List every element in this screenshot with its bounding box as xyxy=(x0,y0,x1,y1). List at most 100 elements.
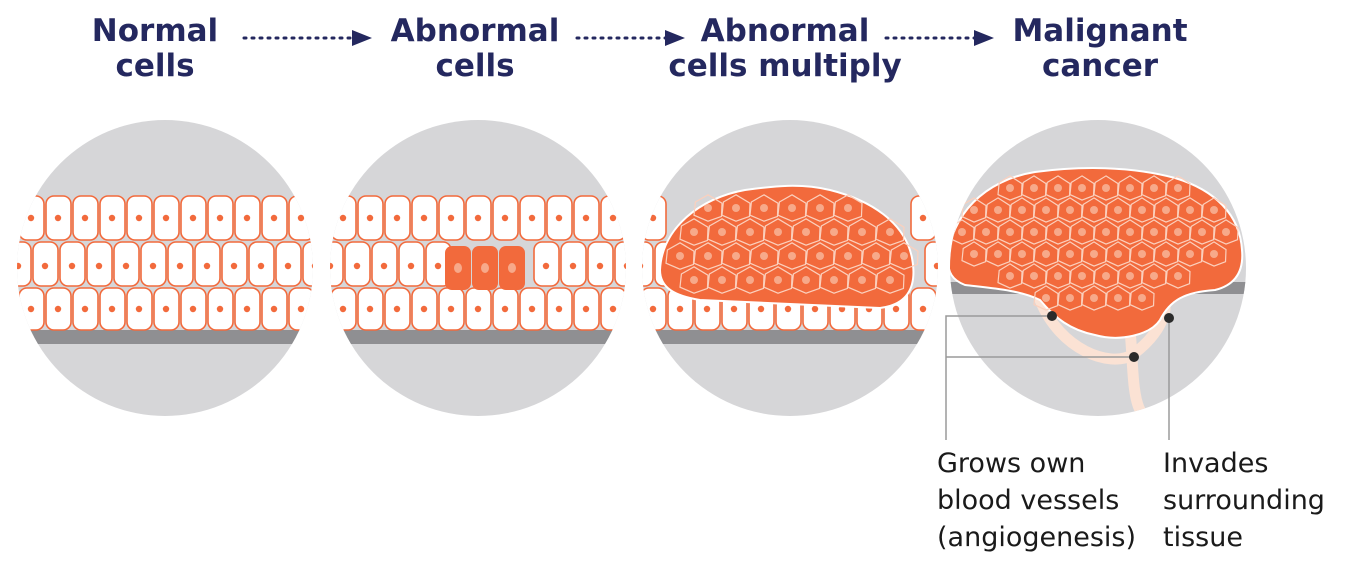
cell-nucleus xyxy=(501,214,509,222)
cell-nucleus xyxy=(811,305,819,313)
cell-nucleus xyxy=(54,305,62,313)
cell-nucleus xyxy=(474,305,482,313)
cell-nucleus xyxy=(690,276,698,284)
cell-nucleus xyxy=(339,214,347,222)
cell-nucleus xyxy=(501,305,509,313)
cell-nucleus xyxy=(947,215,953,221)
tumor-cell xyxy=(847,218,877,246)
epithelial-cell-layer xyxy=(330,195,643,331)
tumor-cell xyxy=(833,242,863,270)
tumor-cell xyxy=(985,197,1011,223)
cell-nucleus xyxy=(732,204,740,212)
tumor-cell xyxy=(1009,241,1035,267)
tumor-cell xyxy=(721,242,751,270)
stage-title-abnormal-cells: Abnormal cells xyxy=(390,13,560,84)
tumor-cell xyxy=(1117,175,1143,201)
cell-nucleus xyxy=(135,305,143,313)
cell-nucleus xyxy=(1162,250,1170,258)
tumor-cell xyxy=(1069,219,1095,245)
tumor-cell xyxy=(1105,285,1131,311)
tumor-cell xyxy=(763,266,793,294)
cell-nucleus xyxy=(243,214,251,222)
cell-nucleus xyxy=(649,214,657,222)
cell-nucleus xyxy=(81,214,89,222)
cell-nucleus xyxy=(704,204,712,212)
tumor-cell xyxy=(861,242,891,270)
cell-nucleus xyxy=(393,305,401,313)
tumor-cell xyxy=(997,219,1023,245)
tumor-cell xyxy=(1057,197,1083,223)
cell-nucleus xyxy=(325,306,331,312)
cell-nucleus xyxy=(582,305,590,313)
cell-nucleus xyxy=(135,214,143,222)
cell-nucleus xyxy=(816,252,824,260)
cell-nucleus xyxy=(447,214,455,222)
cell-nucleus xyxy=(718,276,726,284)
malignant-cell-pattern xyxy=(950,175,1239,311)
cell-nucleus xyxy=(1042,206,1050,214)
cell-nucleus xyxy=(1030,272,1038,280)
cell-nucleus xyxy=(189,214,197,222)
cell-nucleus xyxy=(774,228,782,236)
cell-nucleus xyxy=(1030,184,1038,192)
abnormal-cell-pattern xyxy=(665,194,919,294)
tumor-cell xyxy=(1177,197,1203,223)
cell-nucleus xyxy=(1210,250,1218,258)
cell-nucleus xyxy=(947,306,953,312)
cell xyxy=(614,241,626,287)
tumor-cell xyxy=(665,242,695,270)
cell-nucleus xyxy=(933,262,938,270)
tumor-cell xyxy=(749,194,779,222)
cell-nucleus xyxy=(1210,206,1218,214)
cell-nucleus xyxy=(970,206,978,214)
cell-nucleus xyxy=(1078,272,1086,280)
tumor-cell xyxy=(973,219,999,245)
tumor-cell xyxy=(1057,241,1083,267)
cell-nucleus xyxy=(886,276,894,284)
cell-nucleus xyxy=(1102,272,1110,280)
dotted-arrow-icon xyxy=(242,30,372,46)
tumor-cell xyxy=(997,175,1023,201)
cell-nucleus xyxy=(353,262,361,270)
cell-nucleus xyxy=(746,228,754,236)
cell-nucleus xyxy=(270,214,278,222)
cell-nucleus xyxy=(420,305,428,313)
tumor-cell xyxy=(805,194,835,222)
cell-nucleus xyxy=(830,228,838,236)
tumor-cell xyxy=(777,194,807,222)
cell-nucleus xyxy=(108,305,116,313)
cell-nucleus xyxy=(1150,272,1158,280)
tumor-cell xyxy=(1153,241,1179,267)
cell-nucleus xyxy=(994,206,1002,214)
stage-title-malignant-cancer: Malignant cancer xyxy=(1012,13,1188,84)
callout-label-angiogenesis: Grows own blood vessels (angiogenesis) xyxy=(937,448,1136,553)
cell-nucleus xyxy=(1162,206,1170,214)
cell-nucleus xyxy=(1174,184,1182,192)
cell-nucleus xyxy=(243,305,251,313)
tumor-cell xyxy=(805,242,835,270)
tumor-cell xyxy=(1093,175,1119,201)
tumor-cell xyxy=(1165,219,1191,245)
cell-nucleus xyxy=(788,252,796,260)
cell-nucleus xyxy=(17,262,22,270)
tumor-cell xyxy=(1069,175,1095,201)
cell-nucleus xyxy=(330,262,334,270)
tumor-cell xyxy=(693,242,723,270)
tumor-cell xyxy=(1045,263,1071,289)
tumor-cell xyxy=(997,263,1023,289)
abnormal-cell-cluster xyxy=(445,246,525,290)
cell-nucleus xyxy=(1198,228,1206,236)
cell-nucleus xyxy=(162,214,170,222)
cell-nucleus xyxy=(637,306,643,312)
cell-nucleus xyxy=(732,252,740,260)
cell-nucleus xyxy=(746,276,754,284)
tumor-cell xyxy=(1105,241,1131,267)
tumor-cell xyxy=(1081,241,1107,267)
cell-nucleus xyxy=(216,214,224,222)
cell-nucleus xyxy=(730,305,738,313)
cell-nucleus xyxy=(649,305,657,313)
tumor-cell xyxy=(1129,285,1155,311)
cell-nucleus xyxy=(596,262,604,270)
tumor-cell xyxy=(1069,263,1095,289)
tumor-cell xyxy=(707,218,737,246)
